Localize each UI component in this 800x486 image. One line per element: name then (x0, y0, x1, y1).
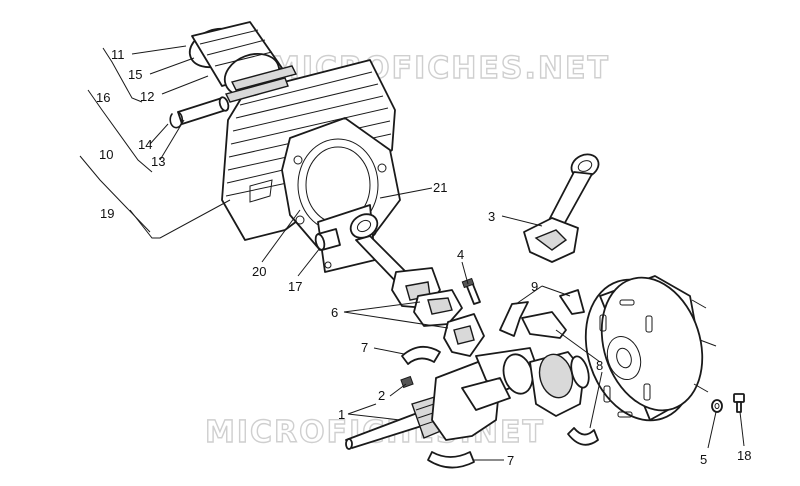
callout-20: 20 (252, 264, 266, 279)
callout-5: 5 (700, 452, 707, 467)
bearing-shell-7-upper (401, 346, 441, 365)
bearing-shell-7-lower (427, 451, 475, 469)
callout-6: 6 (331, 305, 338, 320)
circlip (169, 111, 184, 129)
callout-3: 3 (488, 209, 495, 224)
callout-9: 9 (531, 279, 538, 294)
callout-19: 19 (100, 206, 114, 221)
callout-17: 17 (288, 279, 302, 294)
small-end-bush (314, 228, 341, 251)
bearing-shells-9 (499, 289, 585, 339)
washer (711, 399, 723, 413)
callout-11: 11 (111, 47, 125, 62)
callout-4: 4 (457, 247, 464, 262)
callout-21: 21 (433, 180, 447, 195)
callout-numbers: 11 15 12 16 14 13 10 19 21 20 17 3 4 6 7… (96, 47, 751, 468)
wrist-pin (177, 96, 230, 125)
callout-7-upper: 7 (361, 340, 368, 355)
callout-13: 13 (151, 154, 165, 169)
connecting-rod-right (523, 153, 600, 263)
callout-8: 8 (596, 358, 603, 373)
callout-15: 15 (128, 67, 142, 82)
callout-7-lower: 7 (507, 453, 514, 468)
callout-18: 18 (737, 448, 751, 463)
leader-lines (79, 45, 745, 461)
callout-14: 14 (138, 137, 152, 152)
callout-10: 10 (99, 147, 113, 162)
callout-2: 2 (378, 388, 385, 403)
callout-12: 12 (140, 89, 154, 104)
crankshaft (345, 347, 590, 450)
callout-16: 16 (96, 90, 110, 105)
rod-bolt (461, 277, 481, 305)
bearing-shell-8 (567, 427, 599, 446)
piston (188, 21, 298, 103)
oil-plug (400, 375, 414, 389)
rod-cap-lower (443, 313, 485, 357)
callout-1: 1 (338, 407, 345, 422)
flywheel (584, 275, 717, 422)
flywheel-bolt (733, 393, 745, 413)
